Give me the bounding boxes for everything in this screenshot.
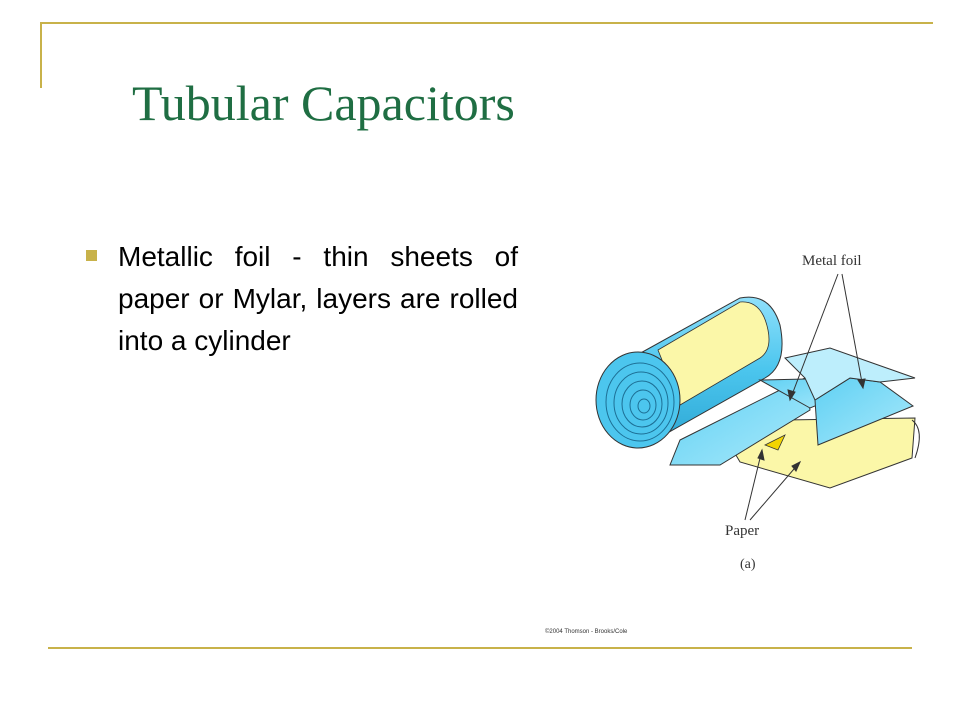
bullet-text: Metallic foil - thin sheets of paper or … <box>118 241 518 356</box>
paper-edge-mark <box>764 434 786 451</box>
capacitor-figure: Metal foil Paper (a) <box>595 253 920 572</box>
figure-caption: (a) <box>740 557 756 572</box>
bullet-square-icon <box>86 250 97 261</box>
copyright-text: ©2004 Thomson - Brooks/Cole <box>545 629 628 635</box>
roll-paper-band <box>657 301 770 406</box>
top-border-line <box>40 22 933 24</box>
paper-curl <box>911 419 920 459</box>
roll-end <box>595 351 681 449</box>
left-border-line <box>40 22 42 88</box>
paper-label: Paper <box>725 523 759 539</box>
bottom-border-line <box>48 647 912 649</box>
metal-foil-label: Metal foil <box>802 253 862 269</box>
slide-title: Tubular Capacitors <box>132 75 515 131</box>
